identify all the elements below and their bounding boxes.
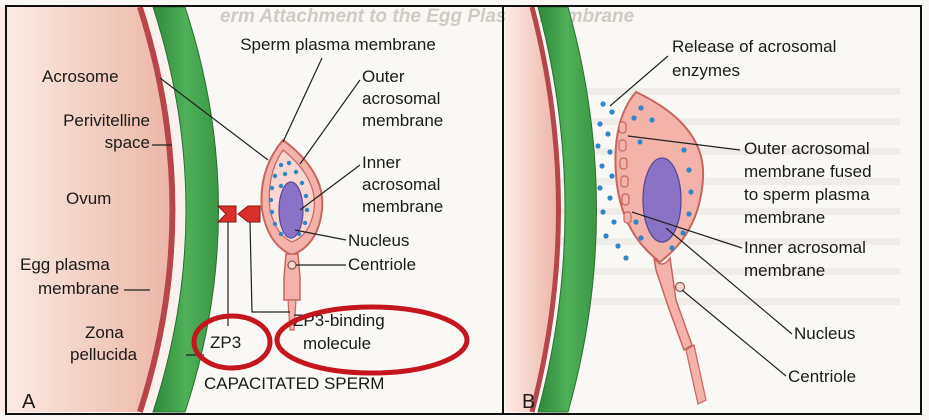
label-centriole-a: Centriole	[348, 255, 416, 274]
label-inner-acrosomal-b-l2: membrane	[744, 261, 825, 280]
label-outer-fused-l4: membrane	[744, 208, 825, 227]
label-outer-fused-l3: to sperm plasma	[744, 185, 870, 204]
label-capacitated-sperm: CAPACITATED SPERM	[204, 374, 384, 393]
label-zona-l1: Zona	[85, 323, 124, 342]
panel-b-letter: B	[522, 391, 535, 413]
label-inner-acrosomal-l1: Inner	[362, 153, 401, 172]
label-zp3: ZP3	[210, 333, 241, 352]
label-outer-fused-l2: membrane fused	[744, 162, 872, 181]
label-zp3-binding-l2: molecule	[303, 334, 371, 353]
label-outer-acrosomal-l3: membrane	[362, 111, 443, 130]
label-inner-acrosomal-l3: membrane	[362, 197, 443, 216]
label-outer-acrosomal-l2: acrosomal	[362, 89, 440, 108]
label-zona-l2: pellucida	[70, 345, 138, 364]
centriole-b	[676, 283, 685, 292]
panel-a-letter: A	[22, 391, 36, 413]
label-release-l1: Release of acrosomal	[672, 37, 836, 56]
label-nucleus-b: Nucleus	[794, 324, 855, 343]
label-outer-acrosomal-l1: Outer	[362, 67, 405, 86]
label-inner-acrosomal-b-l1: Inner acrosomal	[744, 238, 866, 257]
label-release-l2: enzymes	[672, 61, 740, 80]
label-perivitelline-l2: space	[105, 133, 150, 152]
nucleus-a	[279, 182, 303, 238]
label-centriole-b: Centriole	[788, 367, 856, 386]
label-egg-plasma-l2: membrane	[38, 279, 119, 298]
label-outer-fused-l1: Outer acrosomal	[744, 139, 870, 158]
nucleus-b	[643, 158, 681, 242]
label-acrosome: Acrosome	[42, 67, 119, 86]
label-perivitelline-l1: Perivitelline	[63, 111, 150, 130]
centriole-a	[288, 261, 296, 269]
label-egg-plasma-l1: Egg plasma	[20, 255, 110, 274]
label-ovum: Ovum	[66, 189, 111, 208]
label-nucleus-a: Nucleus	[348, 231, 409, 250]
label-sperm-plasma-membrane: Sperm plasma membrane	[240, 35, 436, 54]
label-inner-acrosomal-l2: acrosomal	[362, 175, 440, 194]
